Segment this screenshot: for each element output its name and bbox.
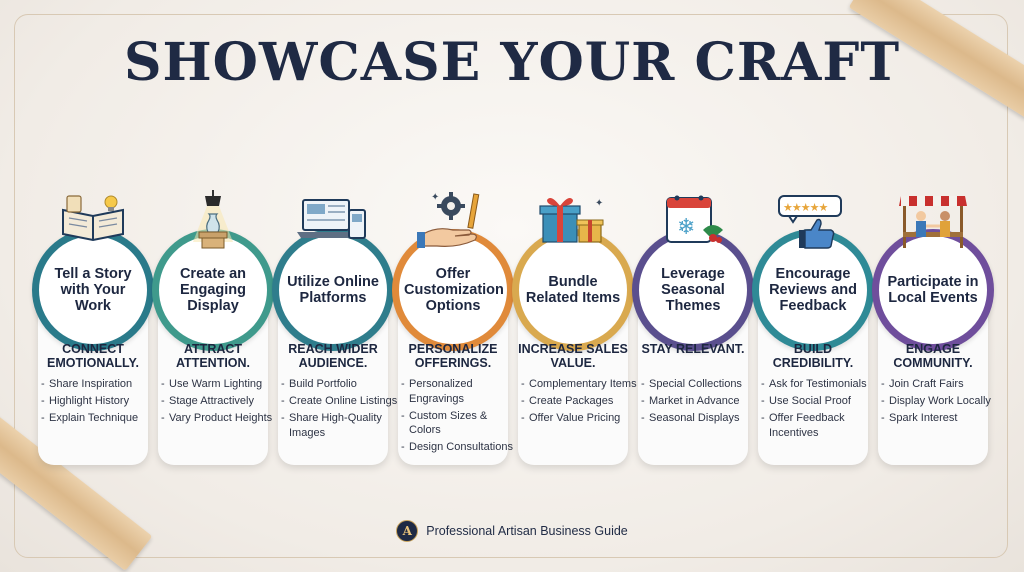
step-bullet: Create Packages [521, 394, 639, 409]
page-title: SHOWCASE YOUR CRAFT [123, 32, 901, 93]
step-headline: PERSONALIZE OFFERINGS. [408, 342, 498, 370]
step-title: Participate in Local Events [887, 274, 979, 306]
step-bullet: Vary Product Heights [161, 411, 279, 426]
step-bullet-list: Share InspirationHighlight HistoryExplai… [41, 377, 159, 428]
step-bullet: Share Inspiration [41, 377, 159, 392]
calendar-snowflake-icon: ❄ [653, 190, 733, 252]
footer-text: Professional Artisan Business Guide [426, 524, 628, 538]
rating-thumbs-up-icon: ★★★★★ [773, 190, 853, 252]
step-title: Tell a Story with Your Work [54, 266, 132, 314]
step-title: Leverage Seasonal Themes [661, 266, 725, 314]
step-headline: BUILD CREDIBILITY. [772, 342, 854, 370]
step-bullet-list: Use Warm LightingStage AttractivelyVary … [161, 377, 279, 428]
border-frame [14, 14, 1008, 558]
step-ring: Encourage Reviews and Feedback [752, 229, 874, 351]
svg-text:✦: ✦ [595, 198, 603, 209]
step-bullet-list: Join Craft FairsDisplay Work LocallySpar… [881, 377, 999, 428]
step-ring: Tell a Story with Your Work [32, 229, 154, 351]
step-bullet: Use Social Proof [761, 394, 879, 409]
step-bullet: Display Work Locally [881, 394, 999, 409]
step-headline: REACH WIDER AUDIENCE. [288, 342, 378, 370]
step-headline: CONNECT EMOTIONALLY. [47, 342, 139, 370]
step-ring: Create an Engaging Display [152, 229, 274, 351]
step-bullet: Offer Feedback Incentives [761, 411, 879, 440]
step-bullet: Explain Technique [41, 411, 159, 426]
step-bullet-list: Personalized EngravingsCustom Sizes & Co… [401, 377, 519, 457]
step-ring: Bundle Related Items [512, 229, 634, 351]
step-bullet: Personalized Engravings [401, 377, 519, 406]
step-bullet: Market in Advance [641, 394, 759, 409]
step-title: Create an Engaging Display [179, 266, 247, 314]
laptop-phone-icon [293, 190, 373, 252]
step-title: Utilize Online Platforms [287, 274, 379, 306]
step-bullet: Offer Value Pricing [521, 411, 639, 426]
step-bullet: Spark Interest [881, 411, 999, 426]
spotlight-vase-icon [173, 190, 253, 252]
step-headline: ENGAGE COMMUNITY. [893, 342, 973, 370]
step-bullet: Join Craft Fairs [881, 377, 999, 392]
step-bullet-list: Ask for TestimonialsUse Social ProofOffe… [761, 377, 879, 443]
step-bullet: Share High-Quality Images [281, 411, 399, 440]
step-bullet: Stage Attractively [161, 394, 279, 409]
svg-text:❄: ❄ [677, 214, 695, 239]
gear-hand-icon: ✦ [413, 190, 493, 252]
svg-text:★★★★★: ★★★★★ [783, 202, 828, 214]
step-bullet: Complementary Items [521, 377, 639, 392]
step-bullet: Build Portfolio [281, 377, 399, 392]
step-headline: STAY RELEVANT. [641, 342, 745, 356]
gift-boxes-icon: ✦ [533, 190, 613, 252]
step-bullet: Create Online Listings [281, 394, 399, 409]
step-bullet-list: Complementary ItemsCreate PackagesOffer … [521, 377, 639, 428]
step-bullet: Highlight History [41, 394, 159, 409]
step-ring: Offer Customization Options [392, 229, 514, 351]
step-bullet: Special Collections [641, 377, 759, 392]
step-bullet: Seasonal Displays [641, 411, 759, 426]
footer: A Professional Artisan Business Guide [0, 520, 1024, 542]
step-title: Bundle Related Items [525, 274, 621, 306]
step-bullet-list: Special CollectionsMarket in AdvanceSeas… [641, 377, 759, 428]
step-bullet: Ask for Testimonials [761, 377, 879, 392]
step-bullet-list: Build PortfolioCreate Online ListingsSha… [281, 377, 399, 443]
step-headline: INCREASE SALES VALUE. [518, 342, 628, 370]
step-bullet: Design Consultations [401, 440, 519, 455]
brand-logo-icon: A [396, 520, 419, 542]
step-title: Offer Customization Options [404, 266, 504, 314]
open-book-icon [53, 190, 133, 252]
step-headline: ATTRACT ATTENTION. [175, 342, 251, 370]
step-bullet: Custom Sizes & Colors [401, 409, 519, 438]
step-title: Encourage Reviews and Feedback [769, 266, 857, 314]
svg-text:✦: ✦ [431, 192, 439, 203]
market-stall-icon [893, 190, 973, 252]
step-bullet: Use Warm Lighting [161, 377, 279, 392]
